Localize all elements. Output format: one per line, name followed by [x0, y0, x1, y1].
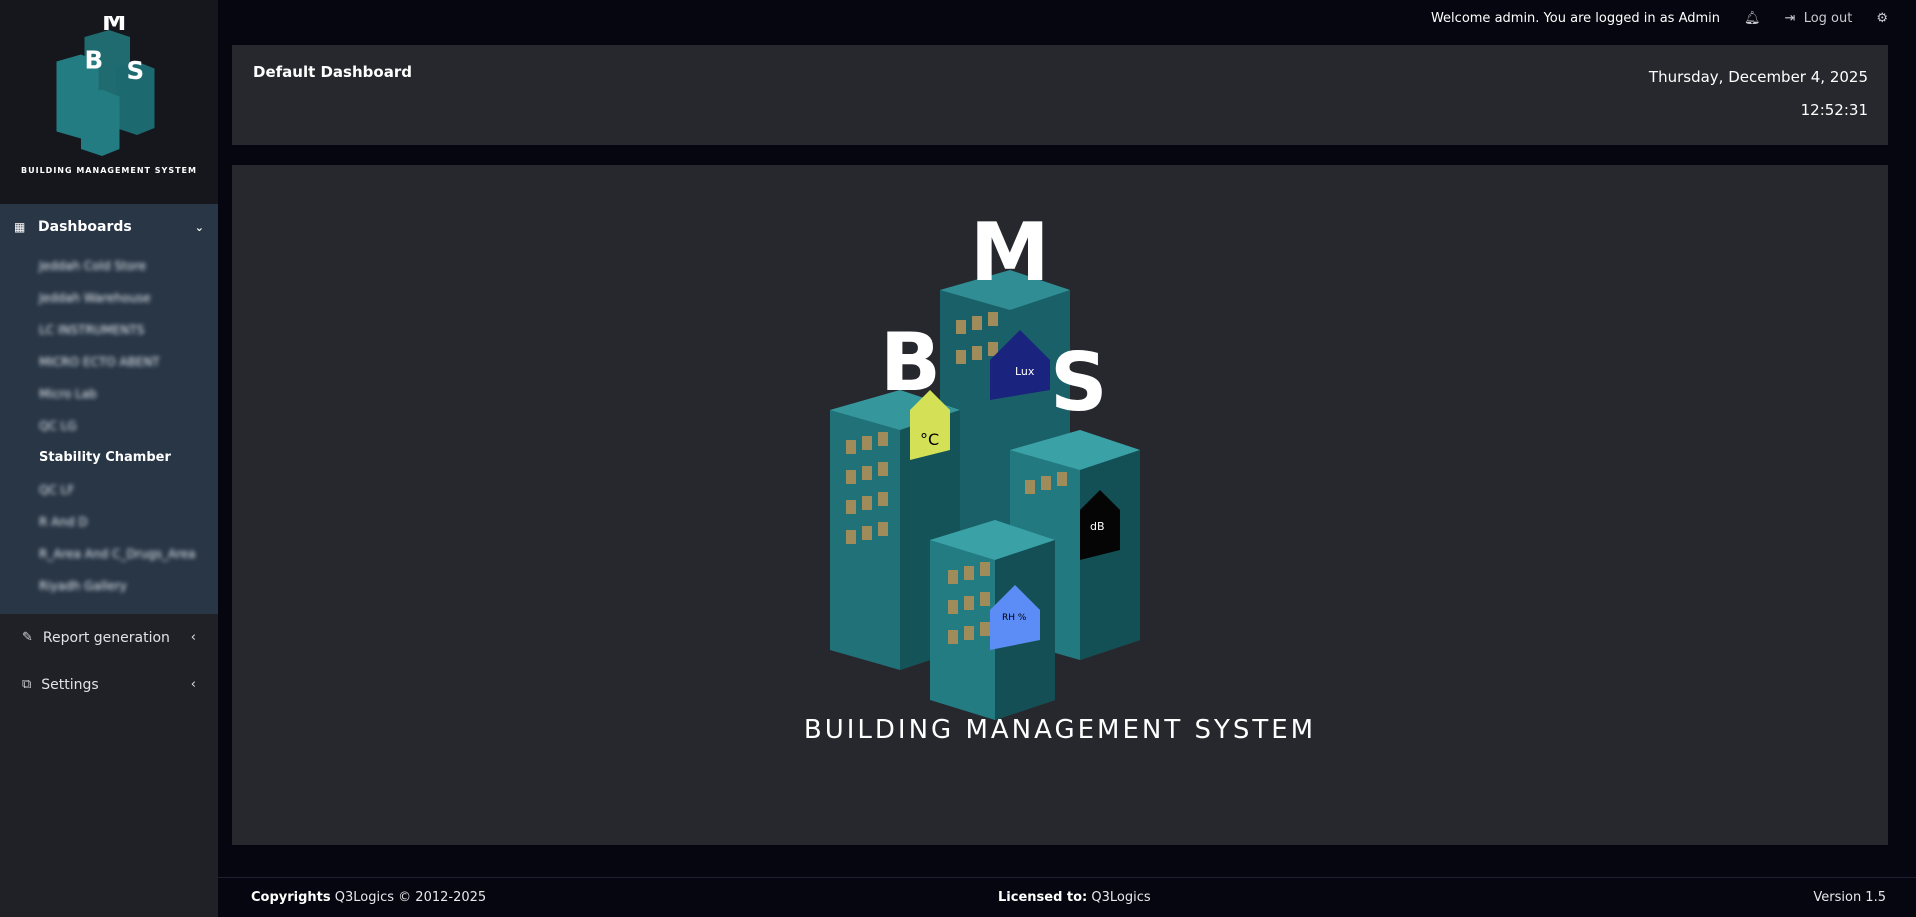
dashboard-link[interactable]: MICRO ECTO ABENT — [39, 355, 160, 369]
chevron-down-icon: ⌄ — [194, 220, 204, 234]
svg-text:S: S — [127, 56, 145, 85]
bms-large-logo: °C Lux dB RH % B M S BUILDING MANAGEMENT… — [804, 210, 1316, 745]
current-time: 12:52:31 — [1800, 101, 1868, 119]
logo-caption-large: BUILDING MANAGEMENT SYSTEM — [804, 715, 1316, 745]
main-panel: °C Lux dB RH % B M S BUILDING MANAGEMENT… — [232, 165, 1888, 845]
sidebar: B M S BUILDING MANAGEMENT SYSTEM ▦ Dashb… — [0, 0, 218, 917]
settings-label: Settings — [41, 676, 99, 693]
sidebar-logo[interactable]: B M S BUILDING MANAGEMENT SYSTEM — [0, 0, 218, 204]
sidebar-item-settings[interactable]: ⧉ Settings ‹ — [0, 661, 218, 708]
svg-text:M: M — [102, 16, 126, 36]
dashboards-group: ▦ Dashboards ⌄ Jeddah Cold Store Jeddah … — [0, 204, 218, 614]
dashboard-link[interactable]: LC INSTRUMENTS — [39, 323, 145, 337]
welcome-text: Welcome admin. You are logged in as Admi… — [1430, 11, 1720, 26]
copyright-label: Copyrights — [251, 890, 331, 905]
sidebar-item-dashboards[interactable]: ▦ Dashboards ⌄ — [0, 204, 218, 250]
logo-caption: BUILDING MANAGEMENT SYSTEM — [21, 166, 197, 175]
dashboards-label: Dashboards — [38, 219, 132, 235]
logo-letter-s: S — [1050, 336, 1108, 429]
logo-letter-m: M — [970, 210, 1050, 299]
licensed-label: Licensed to: — [998, 890, 1088, 905]
dashboard-grid-icon: ▦ — [14, 220, 26, 234]
current-date: Thursday, December 4, 2025 — [1648, 68, 1868, 86]
chevron-left-icon: ‹ — [190, 630, 196, 645]
copyright-text: Q3Logics © 2012-2025 — [334, 890, 487, 905]
db-badge: dB — [1090, 520, 1105, 533]
version: Version 1.5 — [1813, 890, 1886, 905]
dashboard-link[interactable]: R_Area And C_Drugs_Area — [39, 547, 196, 561]
dashboard-link[interactable]: Micro Lab — [39, 387, 97, 401]
rh-badge: RH % — [1002, 613, 1027, 623]
logout-label: Log out — [1803, 11, 1853, 26]
report-label: Report generation — [42, 629, 170, 646]
gear-icon[interactable]: ⚙ — [1876, 11, 1888, 26]
bms-logo-icon: B M S — [56, 16, 155, 156]
logout-button[interactable]: ⇥ Log out — [1785, 11, 1853, 26]
dashboard-link[interactable]: Jeddah Cold Store — [39, 259, 147, 273]
sign-out-icon: ⇥ — [1784, 11, 1796, 26]
license: Licensed to: Q3Logics — [998, 890, 1151, 905]
dashboard-link[interactable]: Riyadh Gallery — [39, 579, 127, 593]
datetime: Thursday, December 4, 2025 12:52:31 — [1649, 61, 1868, 127]
licensed-to: Q3Logics — [1091, 890, 1151, 905]
dashboard-header: Default Dashboard Thursday, December 4, … — [232, 45, 1888, 145]
sidebar-item-report-generation[interactable]: ✎ Report generation ‹ — [0, 614, 218, 661]
svg-text:B: B — [85, 46, 104, 75]
chevron-left-icon: ‹ — [190, 677, 196, 692]
dashboard-link[interactable]: R And D — [39, 515, 88, 529]
logo-letter-b: B — [880, 316, 941, 409]
page-title: Default Dashboard — [253, 63, 412, 81]
bell-icon[interactable]: 🔔︎ — [1744, 11, 1761, 26]
edit-icon: ✎ — [22, 630, 33, 645]
dashboard-link-stability-chamber[interactable]: Stability Chamber — [39, 450, 171, 465]
top-bar: Welcome admin. You are logged in as Admi… — [218, 0, 1916, 37]
copyright: Copyrights Q3Logics © 2012-2025 — [251, 890, 486, 905]
copy-icon: ⧉ — [22, 677, 32, 692]
lux-badge: Lux — [1015, 365, 1035, 378]
dashboard-link[interactable]: QC LG — [39, 419, 77, 433]
dashboard-link[interactable]: Jeddah Warehouse — [39, 291, 151, 305]
dashboard-link[interactable]: QC LF — [39, 483, 75, 497]
temperature-badge: °C — [920, 430, 939, 449]
footer: Copyrights Q3Logics © 2012-2025 Licensed… — [218, 877, 1916, 917]
